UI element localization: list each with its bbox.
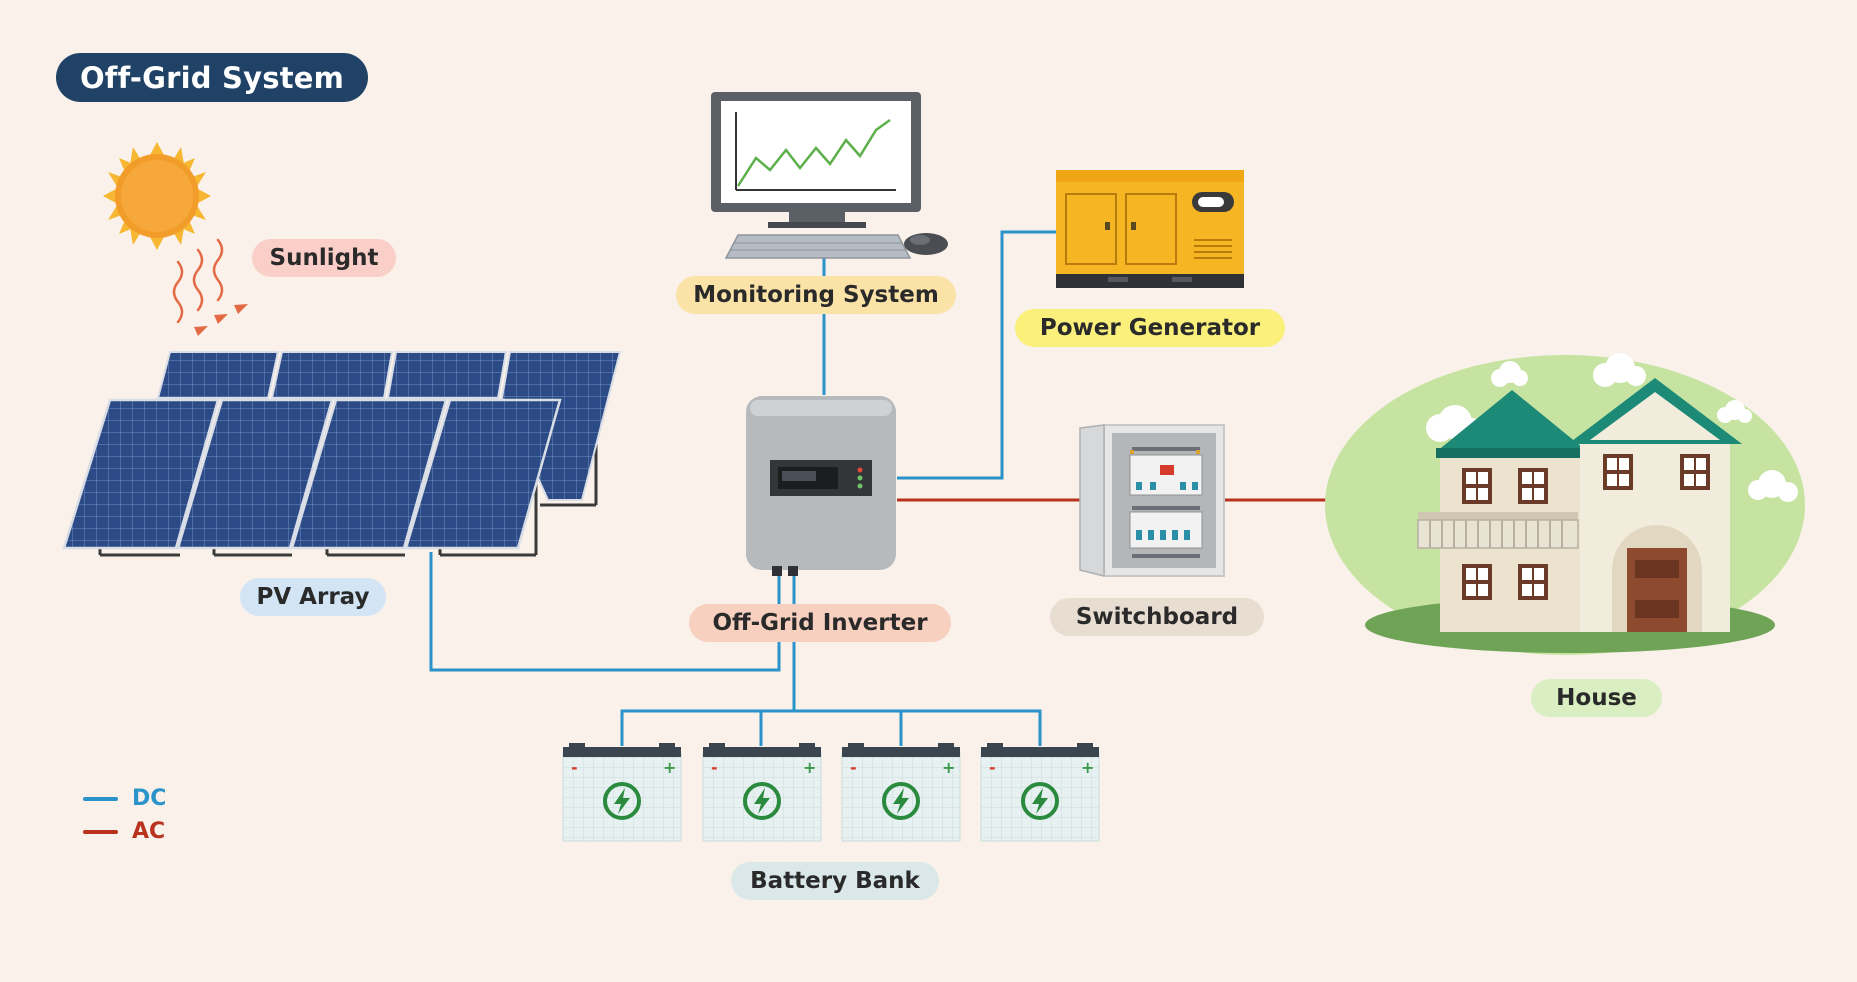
svg-text:-: - bbox=[711, 758, 718, 777]
solar-panel-icon bbox=[62, 351, 622, 557]
legend-dc-label: DC bbox=[132, 786, 167, 811]
battery-icon: - + - + - + - + bbox=[562, 743, 1100, 842]
sunlight-arrowheads bbox=[194, 304, 248, 336]
svg-text:+: + bbox=[803, 758, 816, 777]
ac-line-swatch bbox=[83, 829, 118, 834]
off-grid-inverter-label: Off-Grid Inverter bbox=[689, 604, 951, 642]
monitoring-system-label: Monitoring System bbox=[676, 276, 956, 314]
svg-text:-: - bbox=[989, 758, 996, 777]
pv-array-label: PV Array bbox=[240, 578, 386, 616]
dc-line-swatch bbox=[83, 796, 118, 801]
monitor-icon bbox=[711, 92, 948, 259]
legend-ac-label: AC bbox=[132, 819, 166, 844]
svg-text:+: + bbox=[663, 758, 676, 777]
sunlight-rays bbox=[172, 238, 224, 324]
generator-icon bbox=[1056, 170, 1244, 288]
house-icon bbox=[1325, 353, 1805, 655]
svg-text:-: - bbox=[571, 758, 578, 777]
house-label: House bbox=[1531, 679, 1662, 717]
dc-connections bbox=[429, 230, 1058, 746]
switchboard-icon bbox=[1079, 424, 1225, 577]
power-generator-label: Power Generator bbox=[1015, 309, 1285, 347]
sun-icon bbox=[103, 142, 211, 250]
svg-text:+: + bbox=[1081, 758, 1094, 777]
sunlight-label: Sunlight bbox=[252, 239, 396, 277]
page-title: Off-Grid System bbox=[56, 53, 368, 102]
legend-ac: AC bbox=[83, 819, 165, 844]
svg-text:-: - bbox=[850, 758, 857, 777]
inverter-icon bbox=[746, 396, 896, 576]
legend-dc: DC bbox=[83, 786, 166, 811]
switchboard-label: Switchboard bbox=[1050, 598, 1264, 636]
battery-bank-label: Battery Bank bbox=[731, 862, 939, 900]
svg-text:+: + bbox=[942, 758, 955, 777]
